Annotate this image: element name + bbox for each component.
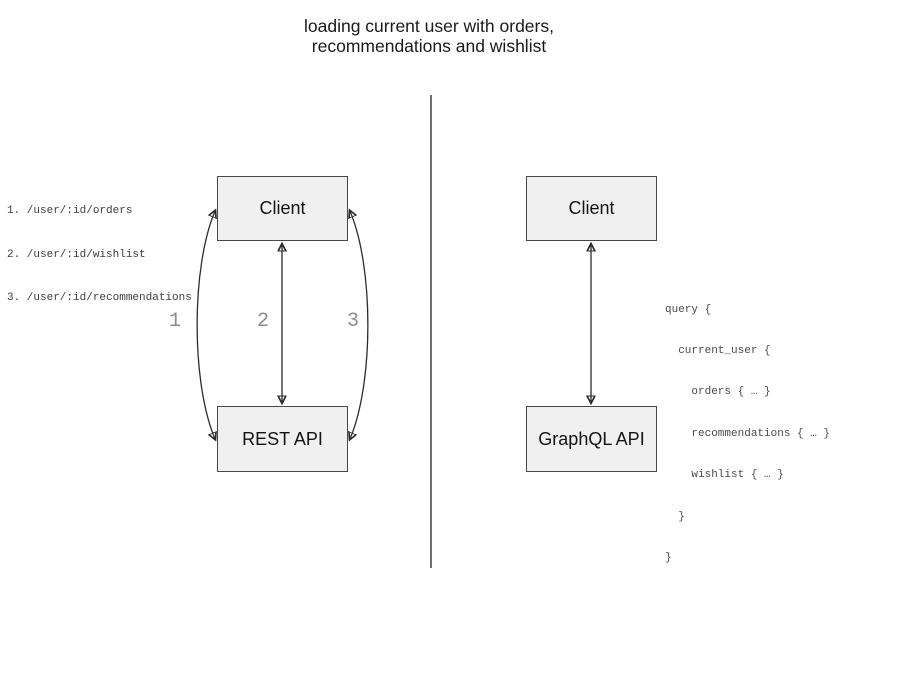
- query-line-recommendations: recommendations { … }: [665, 427, 831, 440]
- rest-client-box: Client: [217, 176, 348, 241]
- rest-api-label: REST API: [242, 428, 323, 449]
- diagram-title-line-1: loading current user with orders,: [304, 16, 554, 36]
- diagram-title-line-2: recommendations and wishlist: [311, 35, 547, 56]
- arrow-label-3: 3: [346, 310, 359, 333]
- arrow-label-2: 2: [256, 310, 269, 333]
- rest-endpoint-wishlist: 2. /user/:id/wishlist: [7, 248, 146, 261]
- rest-endpoint-list: 1. /user/:id/orders 2. /user/:id/wishlis…: [7, 175, 192, 335]
- graphql-api-box: GraphQL API: [526, 406, 657, 472]
- rest-endpoint-orders: 1. /user/:id/orders: [7, 205, 133, 217]
- divider-line: [430, 95, 432, 568]
- query-line-close-outer: }: [665, 551, 672, 564]
- query-line-wishlist: wishlist { … }: [665, 469, 784, 482]
- graphql-client-box: Client: [526, 176, 657, 241]
- diagram-title: loading current user with orders, recomm…: [0, 16, 858, 56]
- rest-api-box: REST API: [217, 406, 348, 472]
- rest-client-label: Client: [259, 198, 306, 218]
- query-line-close-inner: }: [665, 510, 685, 523]
- rest-endpoint-recommendations: 3. /user/:id/recommendations: [7, 292, 192, 304]
- query-line-orders: orders { … }: [665, 386, 771, 399]
- rest-arrow-1-curve: [196, 210, 215, 440]
- graphql-api-label: GraphQL API: [538, 428, 645, 449]
- graphql-client-label: Client: [568, 198, 615, 218]
- query-line-current-user: current_user {: [665, 344, 771, 357]
- graphql-query-snippet: query { current_user { orders { … } reco…: [665, 276, 830, 593]
- query-line-open: query {: [665, 303, 712, 316]
- arrow-label-1: 1: [168, 310, 181, 333]
